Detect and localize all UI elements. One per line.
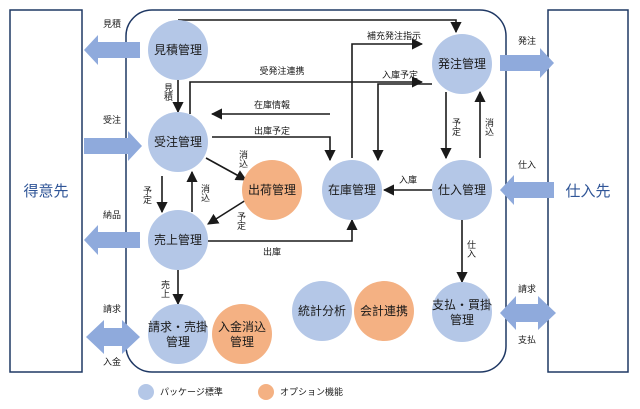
node-payment-clearing: 入金消込 管理 xyxy=(212,304,272,364)
node-accounting: 会計連携 xyxy=(354,281,414,341)
label-clear-sales: 消込 xyxy=(199,183,210,202)
node-inventory: 在庫管理 xyxy=(322,160,382,220)
label-purchase-payables: 仕入 xyxy=(465,239,476,258)
label-receipt: 入庫 xyxy=(399,174,417,186)
legend-option-swatch xyxy=(258,384,274,400)
node-payment-clearing-label-1: 入金消込 xyxy=(218,319,266,334)
customer-flow-arrows xyxy=(84,35,142,354)
node-accounting-label: 会計連携 xyxy=(360,303,408,318)
node-statistics-label: 統計分析 xyxy=(298,303,346,318)
big-arrow-estimate xyxy=(84,35,140,65)
label-inventory-info: 在庫情報 xyxy=(254,99,290,111)
big-label-payment-out: 支払 xyxy=(518,334,536,346)
node-purchasing-label: 仕入管理 xyxy=(438,182,486,197)
label-replenish: 補充発注指示 xyxy=(367,30,421,42)
flow-sales-to-inventory xyxy=(208,218,358,242)
label-plan-shipping: 予定 xyxy=(235,212,246,231)
big-arrow-order xyxy=(84,131,142,161)
node-shipping-label: 出荷管理 xyxy=(248,182,296,197)
node-payables: 支払・買掛 管理 xyxy=(432,282,492,342)
flow-order-to-purchase xyxy=(189,76,424,114)
big-label-invoice-in: 請求 xyxy=(518,283,536,295)
big-label-payment-in: 入金 xyxy=(103,356,121,368)
node-invoice: 請求・売掛 管理 xyxy=(148,304,208,364)
node-estimate-label: 見積管理 xyxy=(154,42,202,57)
label-clear-shipping: 消込 xyxy=(237,149,248,168)
node-invoice-label-1: 請求・売掛 xyxy=(148,319,208,334)
big-arrow-purchase xyxy=(500,175,554,205)
supplier-flow-arrows xyxy=(500,48,556,330)
node-purchase-order: 発注管理 xyxy=(432,34,492,94)
label-plan-purchase: 予定 xyxy=(450,118,461,137)
legend-option-label: オプション機能 xyxy=(280,386,343,398)
flow-shipping-to-sales xyxy=(207,199,247,225)
label-issue: 出庫 xyxy=(263,246,281,258)
big-arrow-delivery xyxy=(84,225,140,255)
node-purchasing: 仕入管理 xyxy=(432,160,492,220)
node-order: 受注管理 xyxy=(148,112,208,172)
node-payables-label-2: 管理 xyxy=(450,312,474,327)
big-label-delivery: 納品 xyxy=(103,209,121,221)
node-invoice-label-2: 管理 xyxy=(166,334,190,349)
big-arrow-invoice-out xyxy=(86,320,140,354)
node-inventory-label: 在庫管理 xyxy=(328,182,376,197)
big-label-purchase-order: 発注 xyxy=(518,35,536,47)
flow-purchase-to-inventory xyxy=(372,83,432,162)
label-order-linkage: 受発注連携 xyxy=(259,65,304,77)
label-plan-order: 予定 xyxy=(141,186,152,205)
node-estimate: 見積管理 xyxy=(148,20,208,80)
big-label-invoice: 請求 xyxy=(103,303,121,315)
big-arrow-invoice-in xyxy=(500,296,556,330)
flow-connectors xyxy=(156,19,486,306)
node-payables-label-1: 支払・買掛 xyxy=(432,297,492,312)
node-sales: 売上管理 xyxy=(148,210,208,270)
label-receipt-plan-top: 入庫予定 xyxy=(382,69,418,81)
customer-label: 得意先 xyxy=(23,182,68,200)
flow-order-to-inventory-plan xyxy=(212,136,336,162)
label-issue-plan: 出庫予定 xyxy=(254,125,290,137)
big-label-purchase: 仕入 xyxy=(518,159,536,171)
supplier-label: 仕入先 xyxy=(565,182,610,200)
label-estimate: 見積 xyxy=(162,83,173,102)
node-sales-label: 売上管理 xyxy=(154,232,202,247)
node-order-label: 受注管理 xyxy=(154,134,202,149)
flow-order-to-shipping xyxy=(205,157,247,181)
flow-inventory-to-purchase xyxy=(351,38,424,158)
big-arrow-purchase-order xyxy=(500,48,554,78)
node-shipping: 出荷管理 xyxy=(242,160,302,220)
legend: パッケージ標準 オプション機能 xyxy=(138,384,343,400)
customer-box xyxy=(9,9,83,373)
big-label-estimate: 見積 xyxy=(103,18,121,30)
legend-package-label: パッケージ標準 xyxy=(160,386,223,398)
node-payment-clearing-label-2: 管理 xyxy=(230,334,254,349)
big-label-order: 受注 xyxy=(103,114,121,126)
node-statistics: 統計分析 xyxy=(292,281,352,341)
label-sales: 売上 xyxy=(159,279,170,298)
node-purchase-order-label: 発注管理 xyxy=(438,56,486,71)
supplier-box xyxy=(547,9,629,373)
legend-package-swatch xyxy=(138,384,154,400)
label-clear-purchase: 消込 xyxy=(483,117,494,136)
flow-top-to-purchase xyxy=(178,19,462,34)
